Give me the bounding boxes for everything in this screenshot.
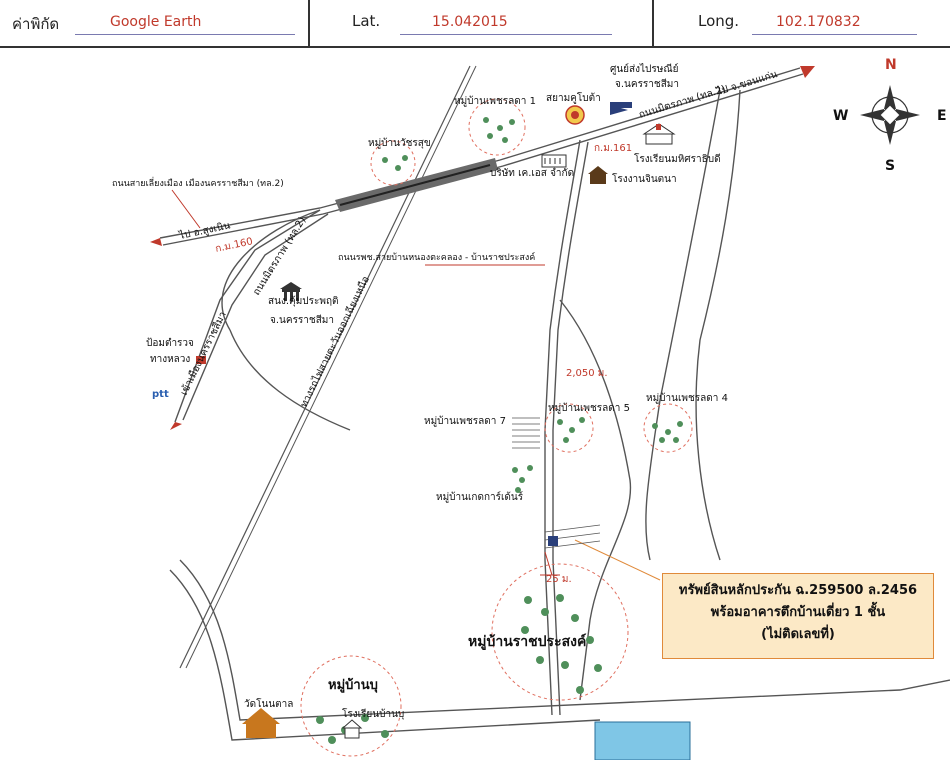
compass-s: S — [885, 158, 895, 174]
bypass-road-edge — [182, 213, 329, 421]
label-dist-2050: 2,050 ม. — [566, 368, 608, 379]
west-connector — [229, 329, 351, 431]
local-road-ratprasong — [544, 139, 581, 716]
label-to-sungnoen: ไป อ.สูงเนิน — [177, 219, 231, 242]
label-village-petch1: หมู่บ้านเพชรลดา 1 — [454, 95, 536, 107]
factory-icon — [588, 166, 608, 184]
pointer-lines — [171, 189, 661, 581]
compass-rose: N S E W — [833, 57, 947, 174]
label-wat-nonthan: วัดโนนตาล — [244, 697, 293, 710]
label-company-ks: บริษัท เค.เอส จำกัด — [490, 168, 574, 179]
label-village-ratprasong: หมู่บ้านราชประสงค์ — [468, 633, 586, 650]
coordinate-source: Google Earth — [110, 14, 202, 30]
callout-line3: (ไม่ติดเลขที่) — [761, 627, 835, 642]
circle-ratprasong — [491, 563, 629, 701]
label-km161: ก.ม.161 — [594, 143, 632, 154]
dist-25-line — [544, 551, 553, 576]
callout-line2: พร้อมอาคารตึกบ้านเดี่ยว 1 ชั้น — [710, 605, 886, 620]
label-village-watcharasuk: หมู่บ้านวัชรสุข — [368, 137, 431, 149]
village-dots — [316, 117, 683, 744]
village-circles — [300, 98, 693, 757]
latitude-cell: Lat. 15.042015 — [310, 0, 654, 46]
label-ptt: ptt — [152, 389, 169, 400]
label-jintana-factory: โรงงานจินตนา — [612, 172, 677, 185]
label-siam-kubota: สยามคูโบต้า — [546, 91, 601, 104]
circle-petch4 — [643, 403, 693, 453]
collateral-callout: ทรัพย์สินหลักประกัน ฉ.259500 ล.2456 พร้อ… — [662, 573, 934, 659]
coordinate-source-cell: ค่าพิกัด Google Earth — [0, 0, 310, 46]
label-railway: ทางรถไฟสายตะวันออกเฉียงเหนือ — [298, 274, 372, 409]
post-office-icon — [610, 102, 632, 108]
south-road — [179, 559, 950, 721]
underline — [75, 34, 295, 35]
interchange — [335, 158, 498, 212]
latitude-value: 15.042015 — [432, 14, 508, 30]
callout-line1: ทรัพย์สินหลักประกัน ฉ.259500 ล.2456 — [678, 583, 918, 598]
label-police-2: ทางหลวง — [150, 354, 190, 365]
branch-road — [559, 299, 632, 701]
east-road-2 — [695, 89, 741, 561]
label-post-center-1: ศูนย์ส่งไปรษณีย์ — [610, 63, 679, 75]
circle-nongbu — [300, 655, 402, 757]
company-icon — [541, 154, 567, 168]
school-icon — [642, 123, 676, 145]
pointer-bypass — [171, 189, 201, 229]
underline — [400, 34, 612, 35]
label-nongtakhlong-road: ถนนรพช.สายบ้านหนองตะคลอง - บ้านราชประสงค… — [338, 251, 535, 263]
label-village-petch4: หมู่บ้านเพชรลดา 4 — [646, 392, 728, 404]
coordinate-header: ค่าพิกัด Google Earth Lat. 15.042015 Lon… — [0, 0, 950, 48]
compass-e: E — [937, 108, 947, 124]
label-school-mahitsara: โรงเรียนมหิศราธิบดี — [634, 152, 721, 165]
circle-watcharasuk — [370, 140, 416, 186]
office-pillars-icon — [280, 282, 302, 301]
label-village-petch5: หมู่บ้านเพชรลดา 5 — [548, 402, 630, 414]
longitude-value: 102.170832 — [776, 14, 861, 30]
local-road-ratprasong-edge — [552, 141, 589, 716]
label-to-khonkaen: ไป จ.ขอนแก่น — [714, 68, 778, 98]
longitude-label: Long. — [698, 12, 740, 30]
label-police-1: ป้อมตำรวจ — [146, 337, 194, 349]
property-marker — [548, 536, 558, 546]
circle-petch1 — [468, 98, 526, 156]
police-icon — [196, 356, 206, 364]
railway-line — [179, 65, 471, 669]
latitude-label: Lat. — [352, 12, 381, 30]
direction-arrows — [150, 66, 815, 430]
arrow-into-city — [170, 422, 182, 430]
loop-road — [221, 209, 321, 331]
label-dist-25: 25 ม. — [546, 574, 572, 585]
label-village-nongbu: หมู่บ้านบุ — [328, 677, 378, 693]
underline — [752, 34, 917, 35]
coordinate-label: ค่าพิกัด — [12, 15, 60, 33]
longitude-cell: Long. 102.170832 — [654, 0, 950, 46]
arrow-to-khonkaen — [800, 66, 815, 78]
label-nature-office-2: จ.นครราชสีมา — [270, 314, 334, 326]
pointer-callout — [574, 539, 661, 581]
label-post-center-2: จ.นครราชสีมา — [615, 78, 679, 90]
pond-area — [594, 721, 691, 760]
location-map: N S E W หมู่บ้านเพชรลดา 1 สยามคูโบต้า ศู… — [112, 57, 950, 760]
label-nature-office-1: สนง.คุ้มประพฤติ — [268, 295, 339, 307]
compass-n: N — [885, 57, 897, 73]
label-bypass-road: ถนนสายเลี่ยงเมือง เมืองนครราชสีมา (ทล.2) — [112, 176, 284, 189]
circle-petch5 — [544, 403, 594, 453]
road-network — [159, 65, 950, 741]
label-village-kasetgarden: หมู่บ้านเกดการ์เด้นร์ — [436, 491, 524, 503]
building-icons — [196, 102, 691, 760]
label-school-banbu: โรงเรียนบ้านบุ — [342, 707, 404, 720]
school-banbu-icon — [341, 719, 363, 739]
label-village-petch7: หมู่บ้านเพชรลดา 7 — [424, 415, 506, 427]
compass-w: W — [833, 108, 848, 124]
east-road — [645, 89, 721, 561]
south-road-edge — [169, 569, 601, 741]
railway-line-edge — [185, 65, 477, 669]
housing-rows-petch7 — [512, 417, 601, 549]
temple-icon — [242, 708, 280, 738]
kubota-icon — [565, 105, 585, 125]
arrow-to-sungnoen — [150, 238, 162, 246]
